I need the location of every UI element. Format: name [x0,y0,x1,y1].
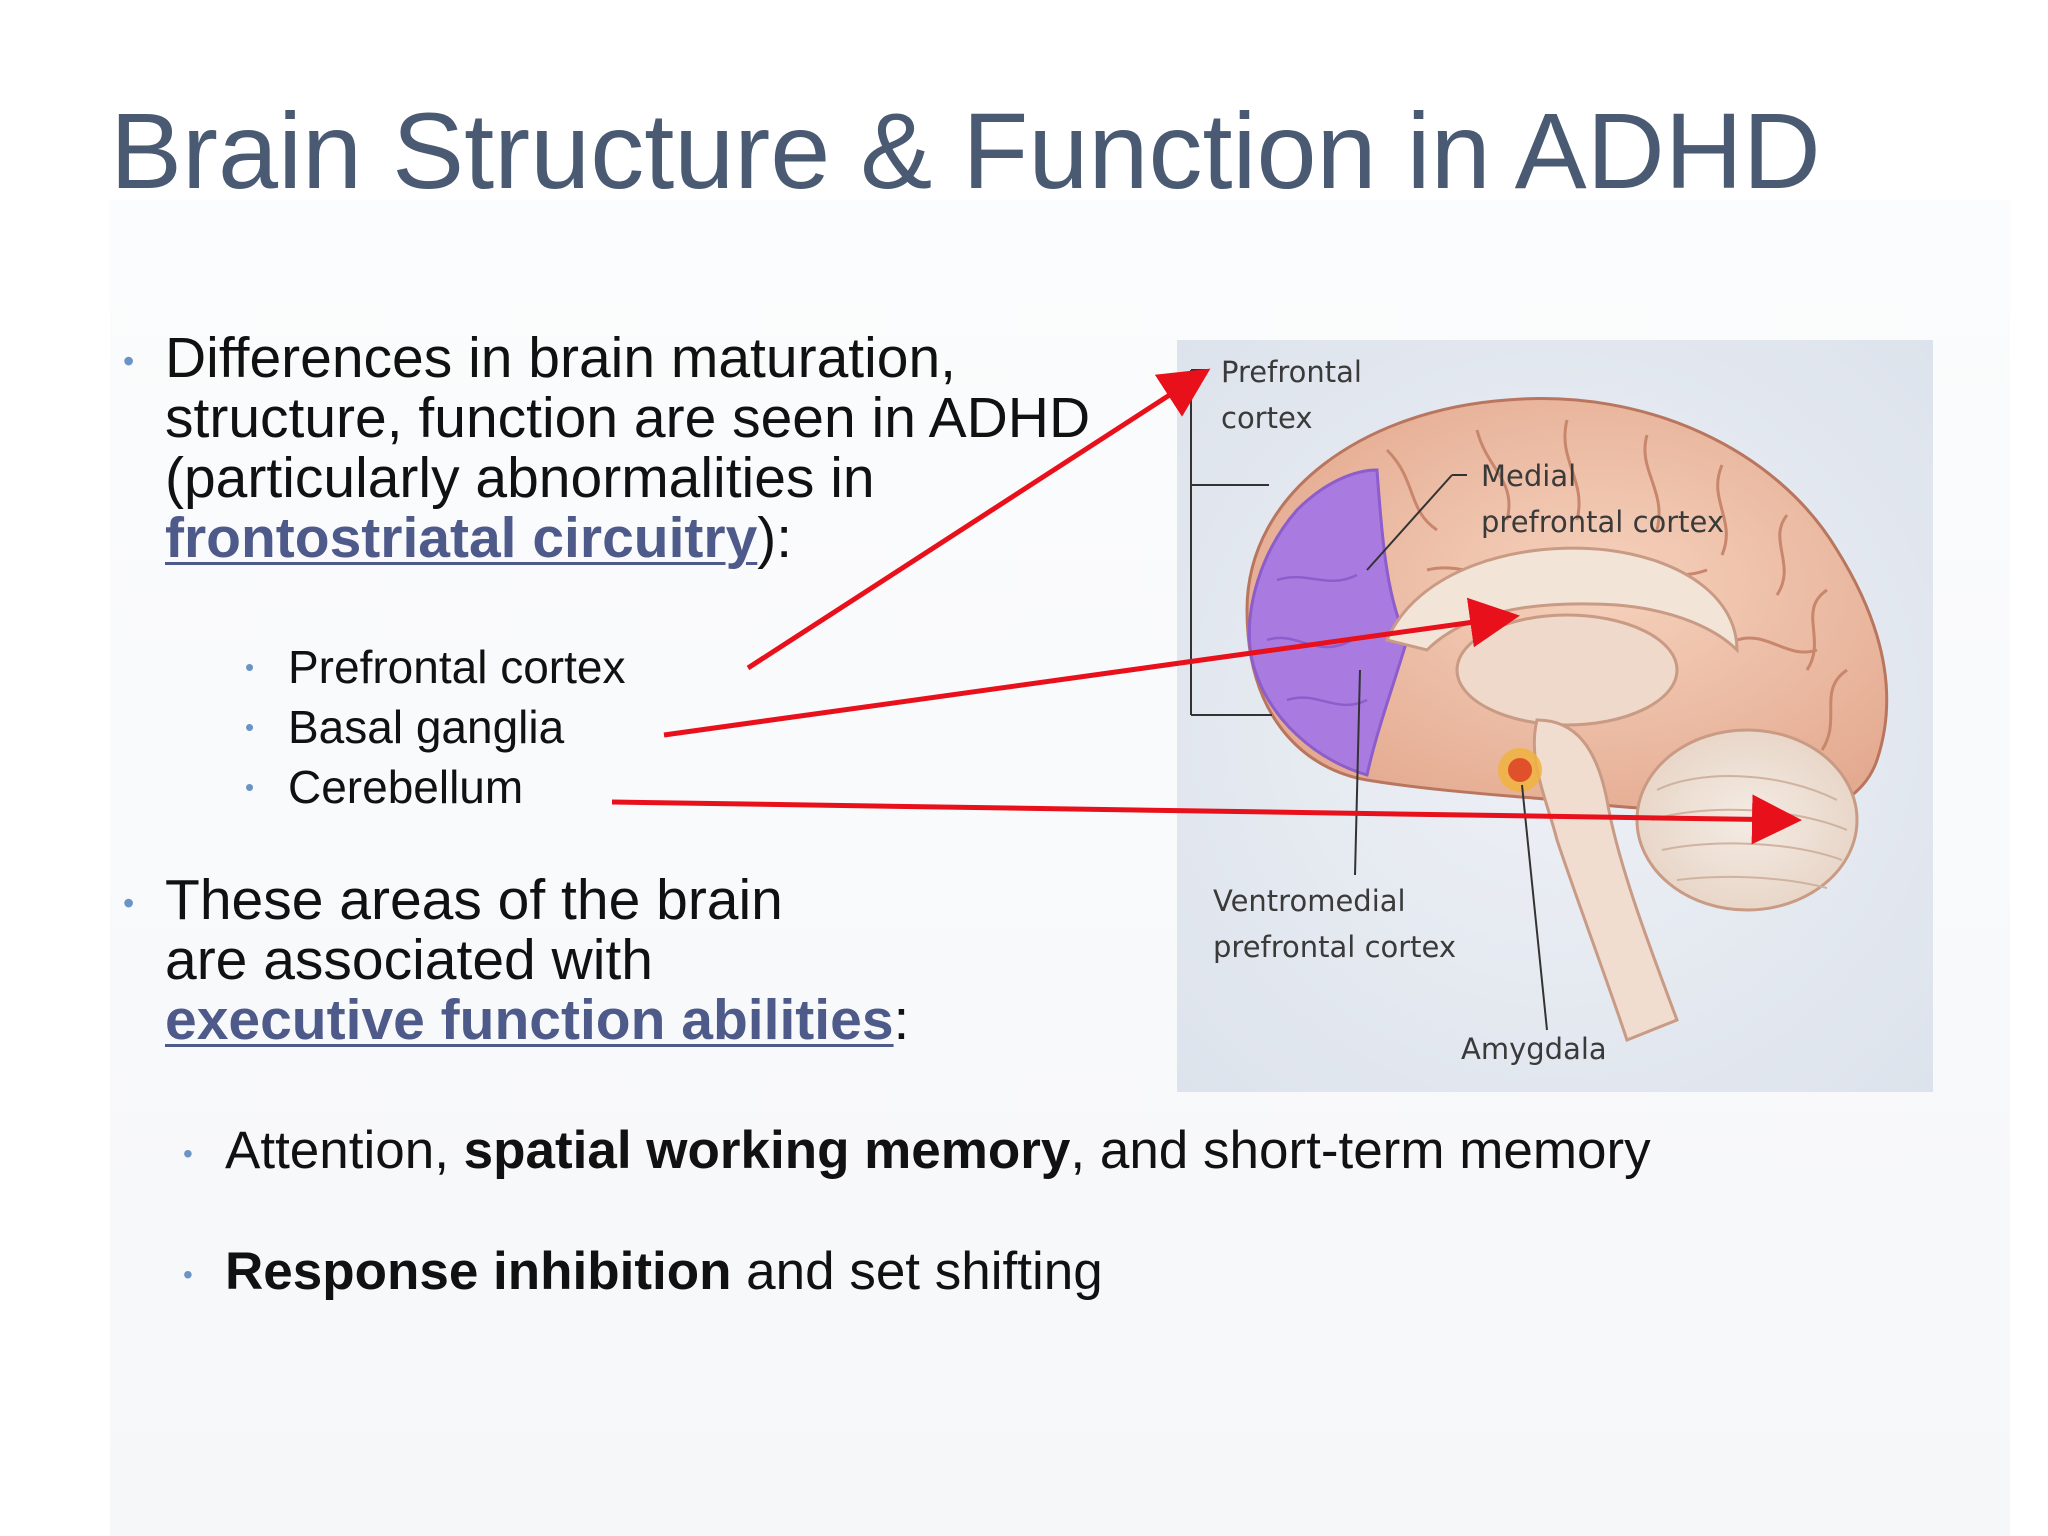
label-medial: Medial [1481,459,1576,493]
bullet-maturation: Differences in brain maturation, structu… [165,328,1090,568]
bullet-dot: • [245,652,255,682]
ability-attention: Attention, spatial working memory, and s… [225,1121,1651,1181]
brain-diagram: Prefrontal cortex Medial prefrontal cort… [1177,340,1933,1092]
region-prefrontal: Prefrontal cortex [288,641,626,693]
bullet-line: (particularly abnormalities in [165,446,875,510]
ability-bold: spatial working memory [463,1121,1071,1180]
ability-bold: Response inhibition [225,1242,732,1301]
region-cerebellum: Cerebellum [288,761,524,813]
bullet-tail: ): [757,506,793,570]
region-basal-ganglia: Basal ganglia [288,701,565,753]
thalamus [1455,613,1679,727]
bullet-line: frontostriatal circuitry): [165,508,1090,568]
label-amygdala: Amygdala [1461,1032,1607,1066]
bullet-line: structure, function are seen in ADHD [165,386,1091,450]
label-ventromedial: prefrontal cortex [1213,930,1456,964]
bullet-line: executive function abilities: [165,990,909,1050]
ability-text: , and short-term memory [1070,1121,1651,1180]
cerebellum [1635,728,1859,912]
ability-text: Attention, [225,1121,464,1180]
label-prefrontal: cortex [1221,401,1312,435]
executive-function-link[interactable]: executive function abilities [165,988,894,1052]
bullet-dot: • [245,772,255,802]
bullet-dot: • [183,1138,193,1169]
bullet-line: Differences in brain maturation, [165,326,957,390]
bullet-dot: • [245,712,255,742]
bullet-dot: • [123,885,135,921]
label-medial: prefrontal cortex [1481,505,1724,539]
bullet-line: are associated with [165,928,653,992]
ability-text: and set shifting [731,1242,1103,1301]
ability-response-inhibition: Response inhibition and set shifting [225,1242,1103,1302]
bullet-dot: • [123,343,135,379]
amygdala-core [1508,758,1532,782]
bullet-line: These areas of the brain [165,868,783,932]
slide-title: Brain Structure & Function in ADHD [110,90,1821,211]
label-ventromedial: Ventromedial [1213,884,1406,918]
label-prefrontal: Prefrontal [1221,355,1362,389]
bullet-executive: These areas of the brain are associated … [165,870,909,1050]
corpus-callosum [1384,546,1739,654]
frontostriatal-link[interactable]: frontostriatal circuitry [165,506,758,570]
bullet-dot: • [183,1259,193,1290]
bullet-tail: : [893,988,910,1052]
